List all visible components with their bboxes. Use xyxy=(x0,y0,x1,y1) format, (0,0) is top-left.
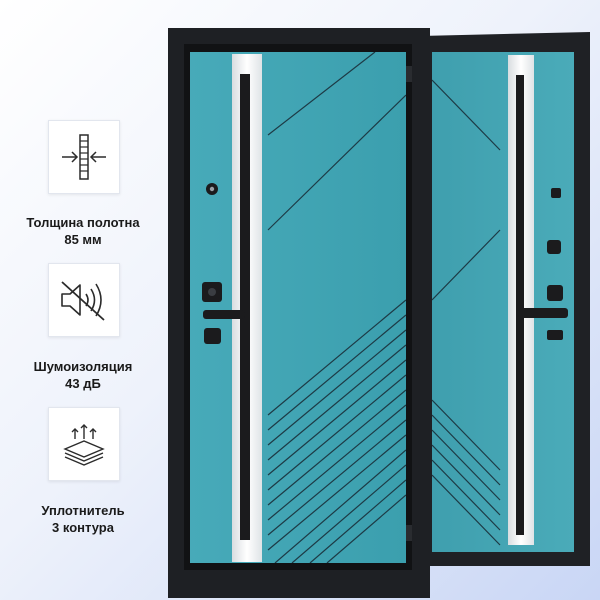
feature-title: Толщина полотна xyxy=(26,215,140,230)
sound-off-icon xyxy=(61,281,105,321)
door-front-side xyxy=(168,28,430,598)
feature-label-thickness: Толщина полотна 85 мм xyxy=(0,214,166,248)
feature-title: Шумоизоляция xyxy=(33,359,133,374)
feature-card-sound xyxy=(48,263,120,337)
feature-label-seal: Уплотнитель 3 контура xyxy=(0,502,166,536)
feature-title: Уплотнитель xyxy=(41,503,125,518)
feature-value: 43 дБ xyxy=(65,376,101,391)
feature-label-sound: Шумоизоляция 43 дБ xyxy=(0,358,166,392)
door-inner-side xyxy=(420,32,590,566)
thickness-icon xyxy=(62,134,106,180)
seal-icon xyxy=(63,424,105,466)
feature-card-thickness xyxy=(48,120,120,194)
feature-value: 85 мм xyxy=(64,232,102,247)
feature-value: 3 контура xyxy=(52,520,114,535)
feature-card-seal xyxy=(48,407,120,481)
